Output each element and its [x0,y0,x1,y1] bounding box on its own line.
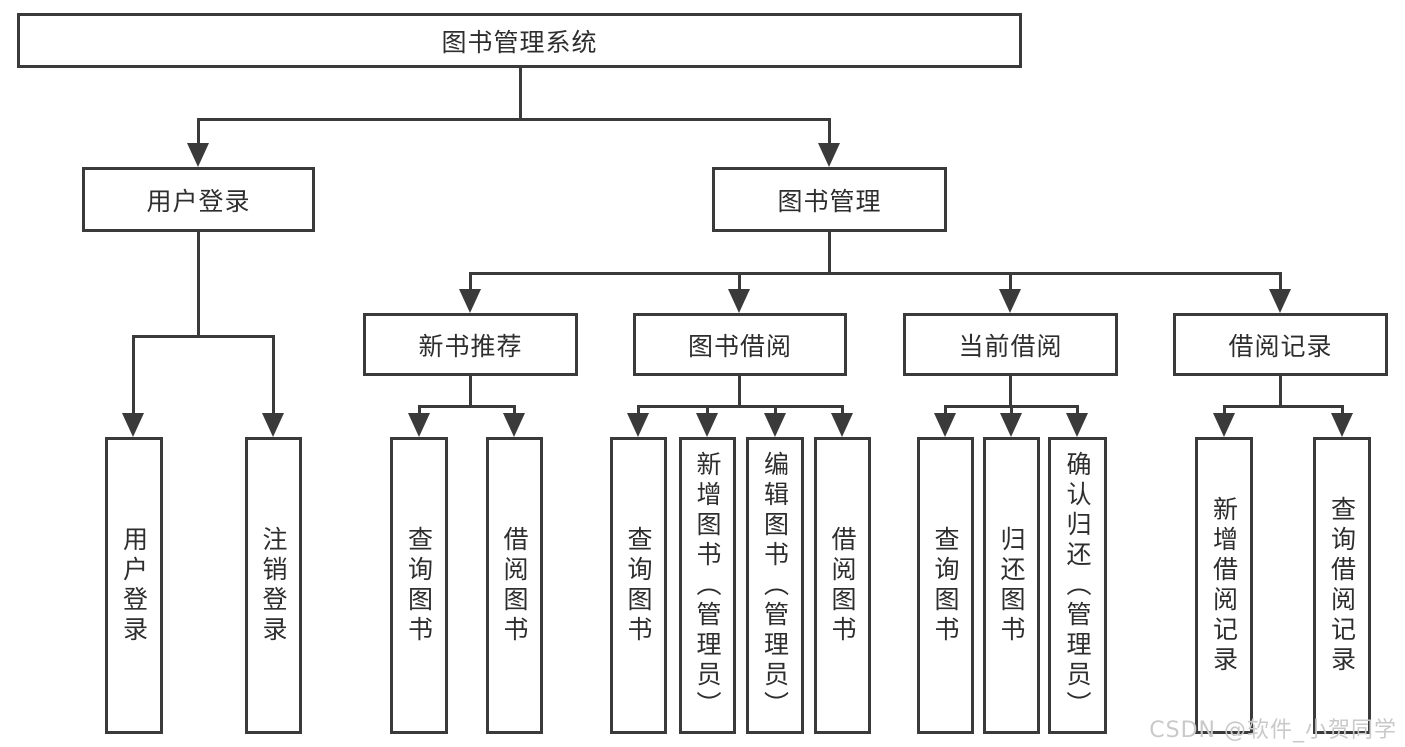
connector-line [1223,405,1226,415]
arrow-down-icon [459,289,481,313]
connector-line [1223,405,1344,408]
connector-line [1009,272,1012,292]
leaf-borrow-books-recommend: 借阅图书 [486,437,543,734]
node-label: 当前借阅 [958,331,1063,361]
node-label: 编辑图书（管理员） [760,450,790,721]
node-label: 确认归还（管理员） [1063,450,1092,721]
arrow-down-icon [999,289,1021,313]
arrow-down-icon [934,413,956,437]
connector-line [197,232,200,337]
node-label: 图书借阅 [687,331,792,361]
connector-line [841,405,844,415]
arrow-down-icon [1269,289,1291,313]
connector-line [197,118,200,145]
node-label: 借阅图书 [828,525,857,646]
leaf-confirm-return-admin: 确认归还（管理员） [1048,437,1107,734]
connector-line [828,118,831,145]
connector-line [519,68,522,120]
connector-line [272,335,275,415]
arrow-down-icon [1213,413,1235,437]
connector-line [774,405,777,415]
arrow-down-icon [818,143,840,167]
node-label: 借阅图书 [500,525,529,646]
node-label: 图书管理系统 [441,27,598,57]
connector-line [1010,405,1013,415]
node-label: 借阅记录 [1228,331,1333,361]
connector-line [197,118,831,121]
leaf-add-borrow-record: 新增借阅记录 [1195,437,1253,734]
node-label: 用户登录 [146,186,251,216]
arrow-down-icon [696,413,718,437]
arrow-down-icon [627,413,649,437]
node-book-borrowing: 图书借阅 [633,313,847,376]
connector-line [418,405,421,415]
leaf-query-borrow-record: 查询借阅记录 [1313,437,1371,734]
connector-line [944,405,947,415]
connector-line [1279,272,1282,292]
connector-line [1279,376,1282,408]
connector-line [469,376,472,408]
leaf-user-login: 用户登录 [105,437,163,734]
connector-line [1076,405,1079,415]
connector-line [513,405,516,415]
connector-line [132,335,135,415]
arrow-down-icon [503,413,525,437]
node-current-borrowing: 当前借阅 [903,313,1118,376]
arrow-down-icon [408,413,430,437]
connector-line [738,376,741,408]
node-label: 归还图书 [997,525,1026,646]
leaf-query-books-recommend: 查询图书 [390,437,448,734]
connector-line [1341,405,1344,415]
node-book-management: 图书管理 [712,167,947,232]
connector-line [1009,376,1012,408]
arrow-down-icon [1066,413,1088,437]
arrow-down-icon [764,413,786,437]
connector-line [469,272,472,292]
node-label: 查询图书 [404,525,434,646]
csdn-watermark: CSDN @软件_小贺同学 [1149,718,1397,743]
arrow-down-icon [1000,413,1022,437]
leaf-logout: 注销登录 [245,437,302,734]
leaf-return-books: 归还图书 [983,437,1040,734]
node-user-login: 用户登录 [82,167,315,232]
leaf-borrow-books: 借阅图书 [814,437,871,734]
connector-line [706,405,709,415]
node-root-library-system: 图书管理系统 [17,13,1022,68]
connector-line [637,405,844,408]
arrow-down-icon [728,289,750,313]
node-borrowing-records: 借阅记录 [1173,313,1388,376]
node-label: 查询借阅记录 [1327,495,1357,676]
arrow-down-icon [122,413,144,437]
connector-line [738,272,741,292]
arrow-down-icon [187,143,209,167]
connector-line [469,272,1282,275]
leaf-query-books-current: 查询图书 [917,437,974,734]
connector-line [418,405,516,408]
node-label: 查询图书 [931,525,960,646]
node-label: 查询图书 [624,525,653,646]
connector-line [637,405,640,415]
leaf-query-books-borrowing: 查询图书 [610,437,667,734]
connector-line [828,232,831,274]
leaf-edit-books-admin: 编辑图书（管理员） [746,437,804,734]
node-label: 图书管理 [777,186,882,216]
arrow-down-icon [262,413,284,437]
connector-line [132,335,275,338]
node-label: 新书推荐 [418,331,523,361]
node-label: 新增借阅记录 [1209,495,1239,676]
arrow-down-icon [1331,413,1353,437]
node-new-book-recommendation: 新书推荐 [363,313,578,376]
node-label: 新增图书（管理员） [693,450,722,721]
leaf-add-books-admin: 新增图书（管理员） [679,437,736,734]
arrow-down-icon [831,413,853,437]
node-label: 用户登录 [119,525,149,646]
node-label: 注销登录 [259,525,288,646]
